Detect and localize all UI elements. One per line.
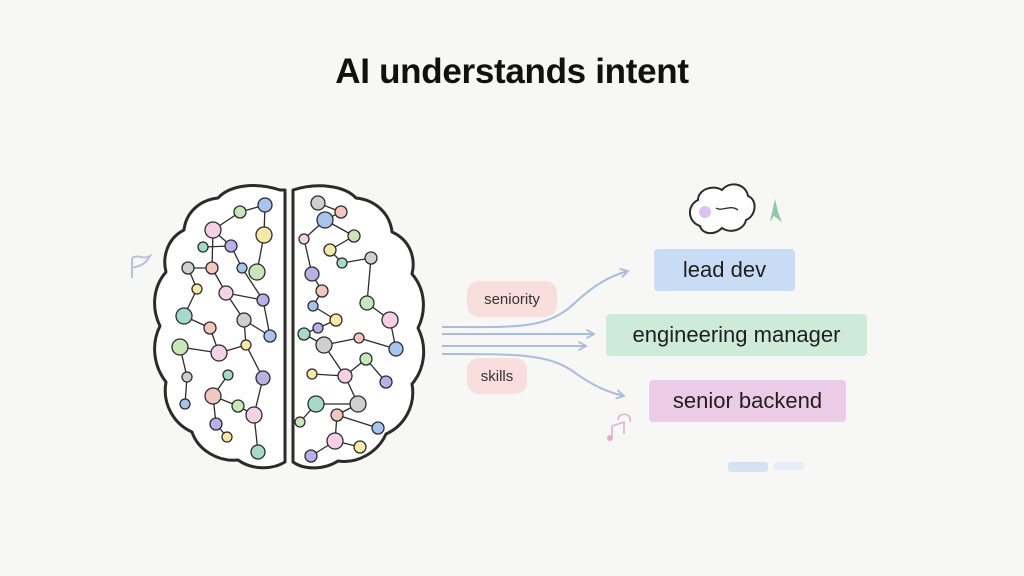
network-node — [359, 295, 375, 311]
flag-icon — [131, 253, 153, 278]
network-node — [349, 395, 367, 413]
network-node — [204, 387, 222, 405]
network-node — [179, 398, 191, 410]
network-node — [323, 243, 337, 257]
network-node — [330, 408, 344, 422]
network-node — [236, 312, 252, 328]
network-node — [388, 341, 404, 357]
network-node — [371, 421, 385, 435]
network-node — [191, 283, 203, 295]
sparkle-icon — [770, 199, 782, 222]
network-node — [298, 233, 310, 245]
network-node — [359, 352, 373, 366]
network-node — [312, 322, 324, 334]
output-engineering-manager: engineering manager — [606, 314, 867, 356]
network-node — [218, 285, 234, 301]
input-label-skills: skills — [467, 358, 527, 394]
network-node — [307, 300, 319, 312]
network-node — [294, 416, 306, 428]
music-note-icon — [607, 413, 631, 441]
network-node — [304, 449, 318, 463]
network-node — [315, 284, 329, 298]
network-node — [263, 329, 277, 343]
network-node — [248, 263, 266, 281]
network-node — [181, 261, 195, 275]
output-senior-backend: senior backend — [649, 380, 846, 422]
brain-left-hemisphere — [153, 184, 287, 470]
brain-icon — [153, 184, 426, 470]
network-node — [224, 239, 238, 253]
arrow-to-senior-backend — [441, 353, 626, 400]
network-node — [197, 241, 209, 253]
network-node — [204, 221, 222, 239]
network-node — [236, 262, 248, 274]
network-node — [256, 293, 270, 307]
output-lead-dev: lead dev — [654, 249, 795, 291]
network-node — [175, 307, 193, 325]
network-node — [205, 261, 219, 275]
input-label-seniority: seniority — [467, 281, 557, 317]
network-node — [221, 431, 233, 443]
network-node — [307, 395, 325, 413]
network-node — [250, 444, 266, 460]
network-node — [326, 432, 344, 450]
arrow-to-lead-dev — [441, 268, 630, 329]
network-node — [210, 344, 228, 362]
network-node — [255, 226, 273, 244]
network-node — [222, 369, 234, 381]
network-node — [233, 205, 247, 219]
network-node — [306, 368, 318, 380]
network-node — [353, 332, 365, 344]
network-edge — [336, 414, 379, 429]
network-node — [255, 370, 271, 386]
network-node — [297, 327, 311, 341]
network-node — [310, 195, 326, 211]
network-node — [240, 339, 252, 351]
thought-cloud-icon — [689, 183, 756, 234]
network-node — [315, 336, 333, 354]
network-node — [379, 375, 393, 389]
neural-network-nodes — [171, 195, 404, 463]
network-node — [209, 417, 223, 431]
flow-arrows — [441, 268, 630, 400]
diagram-title: AI understands intent — [335, 52, 689, 91]
network-node — [334, 205, 348, 219]
network-node — [304, 266, 320, 282]
network-node — [203, 321, 217, 335]
network-node — [353, 440, 367, 454]
network-node — [364, 251, 378, 265]
faded-decoration — [728, 462, 804, 472]
network-node — [257, 197, 273, 213]
network-node — [329, 313, 343, 327]
network-node — [245, 406, 263, 424]
network-node — [337, 368, 353, 384]
network-node — [316, 211, 334, 229]
network-node — [171, 338, 189, 356]
network-node — [336, 257, 348, 269]
network-node — [381, 311, 399, 329]
network-node — [231, 399, 245, 413]
network-node — [181, 371, 193, 383]
network-node — [347, 229, 361, 243]
brain-right-hemisphere — [291, 184, 426, 470]
